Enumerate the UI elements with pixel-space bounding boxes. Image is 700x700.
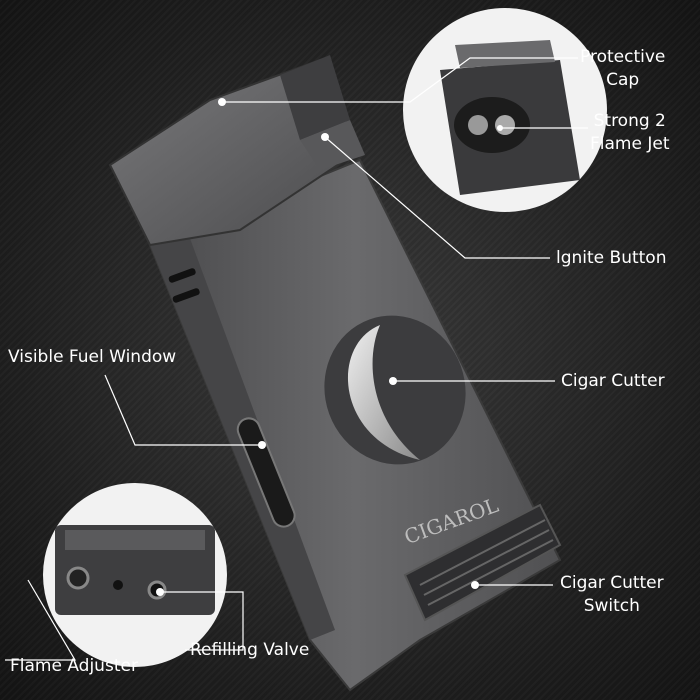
label-line: Cigar Cutter — [560, 573, 664, 593]
leader-dots — [156, 98, 503, 596]
label-line: Strong 2 — [593, 111, 666, 131]
side-vents — [168, 268, 200, 303]
label-flame-adjuster: Flame Adjuster — [10, 656, 138, 676]
label-refilling-valve: Refilling Valve — [190, 640, 310, 660]
label-protective-cap: Protective Cap — [580, 46, 665, 92]
label-cigar-cutter: Cigar Cutter — [561, 371, 665, 391]
label-line: Cap — [606, 70, 640, 90]
label-ignite-button: lgnite Button — [556, 248, 667, 268]
label-line: Switch — [583, 596, 640, 616]
lighter-cap — [108, 55, 365, 247]
label-fuel-window: Visible Fuel Window — [8, 347, 177, 367]
cutter-switch — [403, 503, 562, 622]
label-cutter-switch: Cigar Cutter Switch — [560, 572, 664, 618]
label-line: Protective — [580, 47, 666, 67]
label-flame-jet: Strong 2 Flame Jet — [590, 110, 669, 156]
label-line: Flame Jet — [590, 134, 670, 154]
leader-lines — [5, 57, 588, 661]
detail-circle-top — [403, 8, 607, 212]
cigar-cutter — [324, 315, 466, 465]
detail-circle-bottom — [43, 483, 227, 667]
